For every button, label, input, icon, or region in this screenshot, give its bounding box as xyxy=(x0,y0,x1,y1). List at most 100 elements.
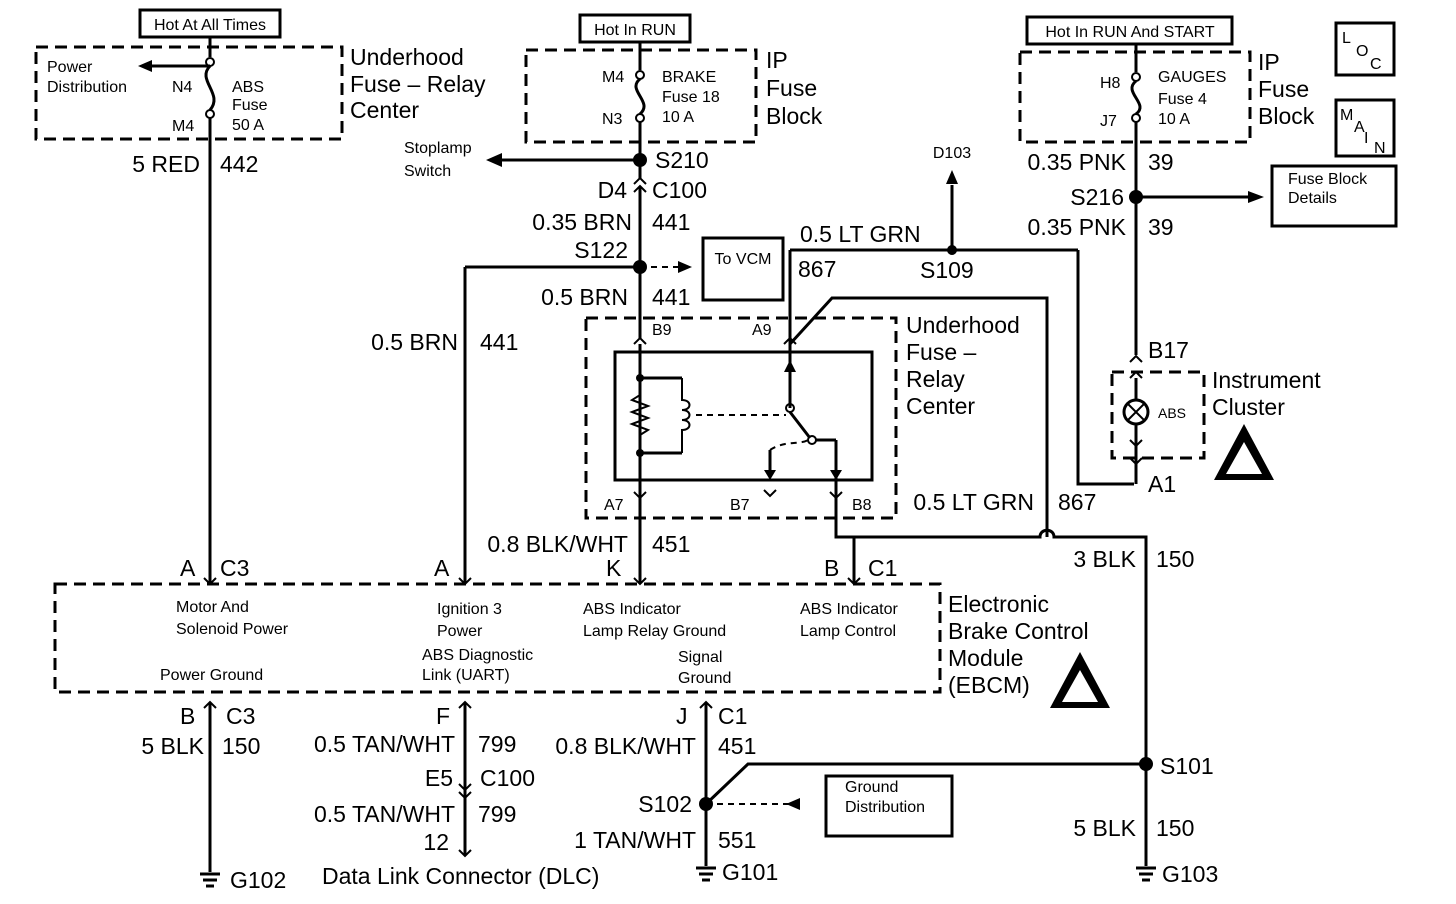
underhood-fuse-block-lines-1-label: Fuse – Relay xyxy=(350,71,486,97)
resistor-symbol xyxy=(629,394,651,436)
instrument-cluster-lines-1-label: Cluster xyxy=(1212,394,1285,420)
wires-w451b-num-label: 451 xyxy=(718,733,756,759)
wires-w441c-color-label: 0.5 BRN xyxy=(371,329,458,355)
connectors-d4-label: D4 xyxy=(598,177,628,203)
ground-distribution-box: Ground Distribution xyxy=(824,774,954,838)
ebcm-ignition-0-label: Ignition 3 xyxy=(437,601,502,618)
underhood-fuse-label: Underhood Fuse – Relay Center xyxy=(350,44,486,123)
connectors-b7-label: B7 xyxy=(730,497,750,514)
wires-w867a-color-label: 0.5 LT GRN xyxy=(800,221,921,247)
splices-s101-label: S101 xyxy=(1160,753,1214,779)
wires-w441c-num-label: 441 xyxy=(480,329,518,355)
ebcm-relay-ground-0-label: ABS Indicator xyxy=(583,601,682,618)
underhood-fuse-box xyxy=(34,45,344,141)
wires-w799b-num-label: 799 xyxy=(478,801,516,827)
ebcm-lines-2-label: Module xyxy=(948,645,1023,671)
instrument-cluster-lines-0-label: Instrument xyxy=(1212,367,1321,393)
ebcm-motor-power-0-label: Motor And xyxy=(176,599,249,616)
power-sources-hot-in-run-label: Hot In RUN xyxy=(594,22,676,39)
connectors-c100-bot-label: C100 xyxy=(480,765,535,791)
relay-center-lines-0-label: Underhood xyxy=(906,312,1020,338)
ebcm-relay-ground-1-label: Lamp Relay Ground xyxy=(583,623,726,640)
arrow-icon xyxy=(138,60,152,72)
connectors-a1-label: A1 xyxy=(1148,471,1176,497)
connectors-k-label: K xyxy=(606,555,622,581)
instrument-cluster-lamp-label: ABS xyxy=(1158,405,1186,421)
wires-w799a-color-label: 0.5 TAN/WHT xyxy=(314,731,455,757)
underhood-fuse-block-term-in-label: N4 xyxy=(172,79,193,96)
connectors-a7-label: A7 xyxy=(604,497,624,514)
abs-fuse-symbol xyxy=(204,64,216,111)
ebcm-box xyxy=(53,582,942,694)
relay-center-label: Underhood Fuse – Relay Center xyxy=(906,312,1020,419)
grounds-g101-label: G101 xyxy=(722,859,778,885)
wires-w867a-num-label: 867 xyxy=(798,256,836,282)
relay-center-lines-2-label: Relay xyxy=(906,366,965,392)
wires-w551-num-label: 551 xyxy=(718,827,756,853)
fuse-block-details-0-label: Fuse Block xyxy=(1288,171,1368,188)
ip-fuse-block-gauges-fuse-name-label: GAUGES xyxy=(1158,69,1226,86)
connectors-b17-label: B17 xyxy=(1148,337,1189,363)
connectors-b-bot-label: B xyxy=(180,703,195,729)
wires-w551-color-label: 1 TAN/WHT xyxy=(574,827,696,853)
ebcm-diag-link-1-label: Link (UART) xyxy=(422,667,510,684)
hot-at-all-times-tag: Hot At All Times xyxy=(138,8,282,39)
ebcm-lines-0-label: Electronic xyxy=(948,591,1049,617)
ip-fuse-block-gauges-lines-1-label: Fuse xyxy=(1258,76,1309,102)
wires-w150b-color-label: 5 BLK xyxy=(141,733,204,759)
ip-fuse-block-gauges-term-in-label: H8 xyxy=(1100,75,1121,92)
splices-s122-label: S122 xyxy=(574,237,628,263)
power-sources-hot-in-run-and-start-label: Hot In RUN And START xyxy=(1045,24,1214,41)
splices-d103-label: D103 xyxy=(933,145,971,162)
wires-w451a-color-label: 0.8 BLK/WHT xyxy=(487,531,628,557)
underhood-fuse-block-fuse-name-label: ABS xyxy=(232,79,264,96)
connectors-c1-bot-label: C1 xyxy=(718,703,747,729)
abs-indicator-lamp-relay xyxy=(613,350,874,482)
underhood-fuse-block-fuse-rating-label: 50 A xyxy=(232,117,264,134)
main-icon-letters-3-label: N xyxy=(1374,140,1386,157)
connectors-b-c1-label: B xyxy=(824,555,839,581)
ip-fuse-block-gauges-lines-0-label: IP xyxy=(1258,49,1280,75)
wires-w799a-num-label: 799 xyxy=(478,731,516,757)
wires-w442-num-label: 442 xyxy=(220,151,258,177)
wires-w867b-num-label: 867 xyxy=(1058,489,1096,515)
relay-coil-symbol xyxy=(681,378,691,453)
fuse-block-details-1-label: Details xyxy=(1288,190,1337,207)
ebcm-signal-ground-1-label: Ground xyxy=(678,670,731,687)
main-icon-letters-2-label: I xyxy=(1364,130,1368,147)
connectors-j-label: J xyxy=(676,703,688,729)
wires-w39b-color-label: 0.35 PNK xyxy=(1028,214,1127,240)
hot-in-run-and-start-tag: Hot In RUN And START xyxy=(1025,15,1234,46)
ip-fuse-block-gauges-lines-2-label: Block xyxy=(1258,103,1315,129)
arrow-icon xyxy=(1248,191,1264,203)
relay-center-lines-3-label: Center xyxy=(906,393,975,419)
ebcm-lamp-control-0-label: ABS Indicator xyxy=(800,601,899,618)
to-vcm-label: To VCM xyxy=(715,251,772,268)
ip-fuse-block-brake-fuse-rating-label: 10 A xyxy=(662,109,694,126)
connectors-c100-label: C100 xyxy=(652,177,707,203)
wires-w442-color-label: 5 RED xyxy=(132,151,200,177)
ebcm-diag-link-0-label: ABS Diagnostic xyxy=(422,647,533,664)
wires-w441a-color-label: 0.35 BRN xyxy=(532,209,632,235)
wires-w150a-num-label: 150 xyxy=(1156,546,1194,572)
relay-center-box xyxy=(584,316,898,520)
wires-w150c-num-label: 150 xyxy=(1156,815,1194,841)
loc-icon-letters-1-label: O xyxy=(1356,43,1368,60)
underhood-fuse-block-fuse-word-label: Fuse xyxy=(232,97,268,114)
wires-w39b-num-label: 39 xyxy=(1148,214,1174,240)
underhood-fuse-block-term-out-label: M4 xyxy=(172,118,194,135)
relay-center-lines-1-label: Fuse – xyxy=(906,339,977,365)
connectors-c3-bot-label: C3 xyxy=(226,703,255,729)
dlc-label: Data Link Connector (DLC) xyxy=(322,863,599,889)
loc-icon-letters-2-label: C xyxy=(1370,56,1382,73)
connectors-b9-label: B9 xyxy=(652,322,672,339)
ip-fuse-block-gauges-term-out-label: J7 xyxy=(1100,113,1117,130)
ip-fuse-block-brake-lines-2-label: Block xyxy=(766,103,823,129)
ip-fuse-block-brake-term-in-label: M4 xyxy=(602,69,624,86)
ground-distribution-1-label: Distribution xyxy=(845,799,925,816)
ip-fuse-block-brake-fuse-name-label: BRAKE xyxy=(662,69,716,86)
connectors-c3-top-label: C3 xyxy=(220,555,249,581)
wires-w441a-num-label: 441 xyxy=(652,209,690,235)
main-icon: M A I N xyxy=(1334,98,1396,158)
